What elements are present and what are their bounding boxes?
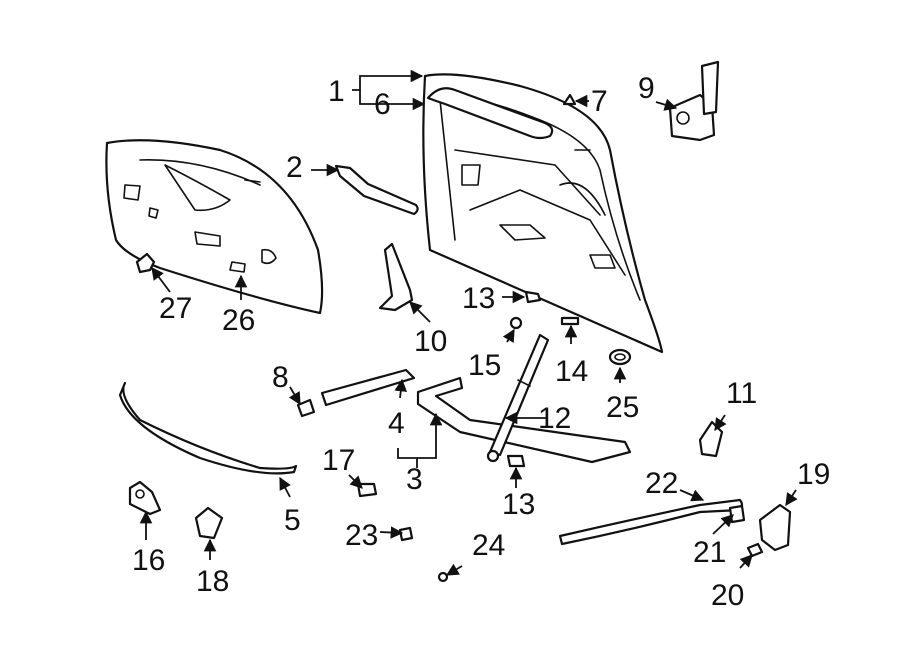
callout-22: 22: [645, 467, 678, 500]
callout-17: 17: [322, 444, 355, 477]
hood-hinge: [128, 480, 162, 516]
leader-lines: [139, 69, 798, 576]
callout-3: 3: [406, 463, 423, 496]
callout-20: 20: [711, 579, 744, 612]
hood-prop-rod: [416, 376, 632, 464]
callout-18: 18: [196, 565, 229, 598]
weatherstrip: [118, 381, 298, 475]
callout-11: 11: [726, 377, 757, 410]
hood-insulator: [105, 139, 324, 315]
callout-12: 12: [538, 402, 571, 435]
callout-26: 26: [222, 304, 255, 337]
callout-9: 9: [638, 72, 655, 105]
screw-23: [398, 526, 414, 542]
callout-6: 6: [374, 88, 391, 121]
callout-27: 27: [159, 292, 192, 325]
callout-15: 15: [468, 349, 501, 382]
support-bracket: [194, 506, 224, 540]
hood-bumper: [296, 398, 316, 418]
hood-rear-seal: [334, 164, 419, 216]
cable-end: [728, 504, 746, 524]
callout-19: 19: [797, 458, 830, 491]
release-handle: [698, 420, 724, 458]
callout-7: 7: [591, 85, 608, 118]
callout-4: 4: [388, 407, 405, 440]
callout-23: 23: [345, 519, 378, 552]
callout-13-lower: 13: [502, 488, 535, 521]
callout-14: 14: [555, 355, 588, 388]
callout-16: 16: [132, 544, 165, 577]
callout-2: 2: [286, 151, 303, 184]
callout-25: 25: [606, 391, 639, 424]
hood-panel: [422, 73, 664, 354]
hood-latch: [668, 60, 720, 142]
bolt-14: [560, 316, 580, 326]
insulator-clip: [135, 252, 156, 274]
hood-bracket: [378, 242, 414, 312]
callout-1: 1: [328, 75, 345, 108]
callout-10: 10: [414, 325, 447, 358]
bumper-stop: [562, 93, 577, 106]
callout-13-upper: 13: [462, 282, 495, 315]
nut-24: [437, 571, 449, 583]
cowl-seal: [320, 368, 416, 407]
stud-lower: [506, 454, 526, 468]
grommet-15: [509, 316, 523, 330]
callout-5: 5: [284, 504, 301, 537]
callout-24: 24: [472, 529, 505, 562]
release-lever: [758, 503, 792, 552]
stud-upper: [524, 290, 542, 304]
cable-clip: [746, 542, 764, 558]
callout-21: 21: [693, 536, 726, 569]
callout-8: 8: [272, 361, 289, 394]
grommet-25: [608, 348, 632, 366]
hood-front-seal: [426, 87, 554, 140]
